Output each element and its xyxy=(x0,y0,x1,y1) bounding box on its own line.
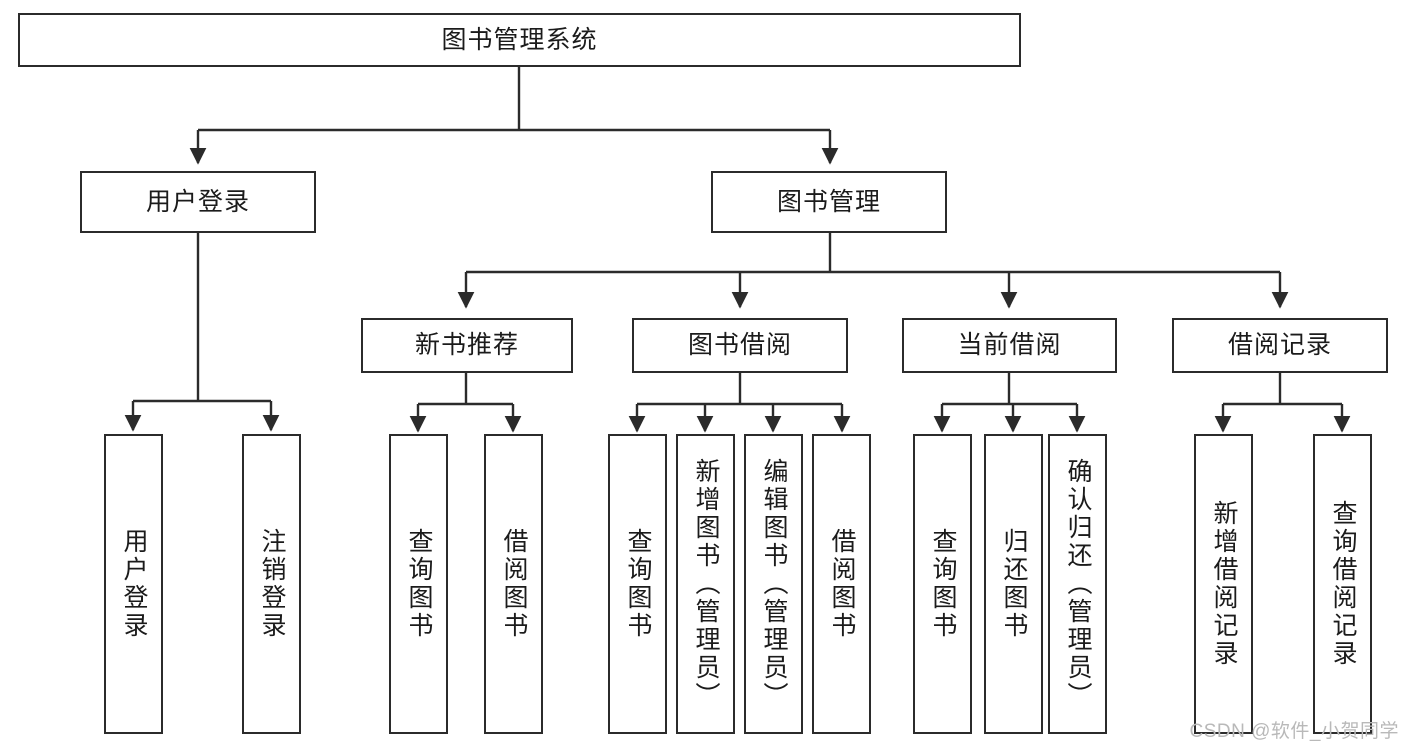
leaf-borrow-book-label: 借阅图书 xyxy=(828,528,856,640)
leaf-recommend-query-book-label: 查询图书 xyxy=(405,528,433,640)
leaf-recommend-borrow-book-label: 借阅图书 xyxy=(500,528,528,640)
leaf-query-borrow-record-label: 查询借阅记录 xyxy=(1329,500,1357,668)
leaf-add-borrow-record[interactable]: 新增借阅记录 xyxy=(1194,434,1253,734)
leaf-edit-book-admin-label: 编辑图书（管理员） xyxy=(760,458,788,710)
node-new-book-recommend[interactable]: 新书推荐 xyxy=(361,318,573,373)
leaf-edit-book-admin[interactable]: 编辑图书（管理员） xyxy=(744,434,803,734)
leaf-borrow-query-book-label: 查询图书 xyxy=(624,528,652,640)
node-current-borrow-label: 当前借阅 xyxy=(957,331,1062,360)
leaf-borrow-query-book[interactable]: 查询图书 xyxy=(608,434,667,734)
leaf-logout-login-label: 注销登录 xyxy=(258,528,286,640)
node-root-label: 图书管理系统 xyxy=(441,25,598,54)
node-book-management-label: 图书管理 xyxy=(776,187,881,216)
leaf-recommend-borrow-book[interactable]: 借阅图书 xyxy=(484,434,543,734)
node-user-login[interactable]: 用户登录 xyxy=(80,171,316,233)
leaf-add-book-admin[interactable]: 新增图书（管理员） xyxy=(676,434,735,734)
leaf-user-login-label: 用户登录 xyxy=(120,528,148,640)
leaf-confirm-return-admin-label: 确认归还（管理员） xyxy=(1064,458,1092,710)
node-borrow-record-label: 借阅记录 xyxy=(1227,331,1332,360)
leaf-query-borrow-record[interactable]: 查询借阅记录 xyxy=(1313,434,1372,734)
leaf-current-query-book-label: 查询图书 xyxy=(929,528,957,640)
leaf-confirm-return-admin[interactable]: 确认归还（管理员） xyxy=(1048,434,1107,734)
node-user-login-label: 用户登录 xyxy=(145,187,250,216)
leaf-return-book[interactable]: 归还图书 xyxy=(984,434,1043,734)
node-book-borrow[interactable]: 图书借阅 xyxy=(632,318,848,373)
leaf-current-query-book[interactable]: 查询图书 xyxy=(913,434,972,734)
leaf-add-book-admin-label: 新增图书（管理员） xyxy=(692,458,720,710)
node-root[interactable]: 图书管理系统 xyxy=(18,13,1021,67)
leaf-add-borrow-record-label: 新增借阅记录 xyxy=(1210,500,1238,668)
leaf-user-login[interactable]: 用户登录 xyxy=(104,434,163,734)
node-current-borrow[interactable]: 当前借阅 xyxy=(902,318,1117,373)
leaf-return-book-label: 归还图书 xyxy=(1000,528,1028,640)
leaf-recommend-query-book[interactable]: 查询图书 xyxy=(389,434,448,734)
node-borrow-record[interactable]: 借阅记录 xyxy=(1172,318,1388,373)
node-book-management[interactable]: 图书管理 xyxy=(711,171,947,233)
leaf-borrow-book[interactable]: 借阅图书 xyxy=(812,434,871,734)
csdn-watermark: CSDN @软件_小贺同学 xyxy=(1189,721,1399,742)
node-new-book-recommend-label: 新书推荐 xyxy=(414,331,519,360)
node-book-borrow-label: 图书借阅 xyxy=(687,331,792,360)
leaf-logout-login[interactable]: 注销登录 xyxy=(242,434,301,734)
